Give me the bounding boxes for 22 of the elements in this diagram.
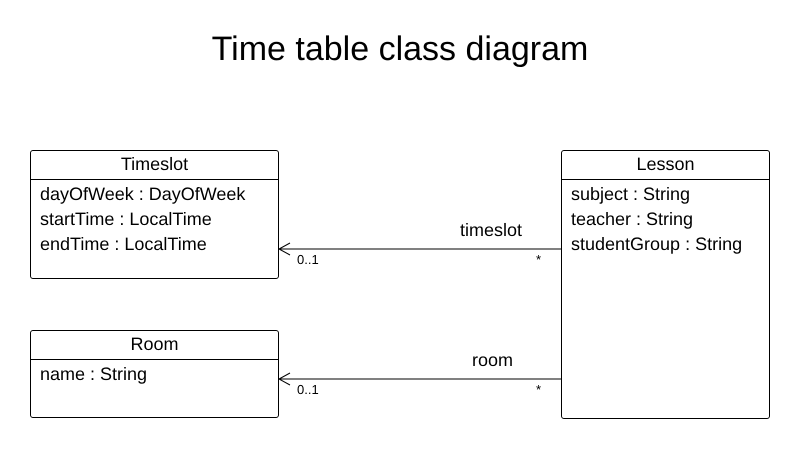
class-box bbox=[561, 150, 770, 419]
class-name: Timeslot bbox=[31, 151, 278, 180]
class-attribute: endTime : LocalTime bbox=[40, 233, 208, 256]
class-attribute: subject : String bbox=[571, 183, 692, 206]
multiplicity-label: 0..1 bbox=[297, 252, 319, 268]
edge-label: room bbox=[472, 350, 514, 372]
class-attribute: teacher : String bbox=[571, 208, 694, 231]
multiplicity-label: 0..1 bbox=[297, 382, 319, 398]
class-box bbox=[30, 330, 279, 418]
class-attribute: startTime : LocalTime bbox=[40, 208, 213, 231]
multiplicity-label: * bbox=[536, 382, 542, 398]
association-arrow bbox=[278, 372, 562, 386]
class-name: Lesson bbox=[562, 151, 769, 180]
class-attribute: studentGroup : String bbox=[571, 233, 744, 256]
edge-label: timeslot bbox=[460, 220, 522, 242]
diagram-title: Time table class diagram bbox=[210, 30, 590, 69]
class-attribute: name : String bbox=[40, 363, 148, 386]
association-arrow bbox=[278, 242, 562, 256]
multiplicity-label: * bbox=[536, 252, 542, 268]
class-box bbox=[30, 150, 279, 279]
class-attribute: dayOfWeek : DayOfWeek bbox=[40, 183, 246, 206]
class-name: Room bbox=[31, 331, 278, 360]
